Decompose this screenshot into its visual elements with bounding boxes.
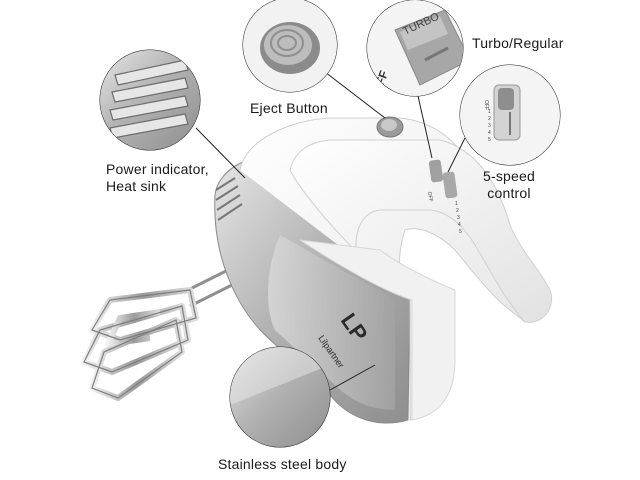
label-power-line2: Heat sink [106, 178, 167, 194]
label-speed-line2: control [487, 185, 531, 201]
speed-callout-1: 1 [488, 109, 491, 115]
label-power-line1: Power indicator, [106, 161, 209, 177]
beaters [81, 266, 239, 401]
label-turbo-regular: Turbo/Regular [472, 35, 564, 52]
speed-callout-5: 5 [488, 137, 491, 143]
callout-turbo-switch: TURBO OFF [366, 0, 464, 97]
callout-steel-body [229, 346, 331, 448]
label-stainless-steel: Stainless steel body [218, 456, 347, 473]
speed-mark-3: 3 [457, 215, 460, 221]
callout-eject-button [242, 0, 338, 93]
label-speed-control: 5-speed control [483, 168, 535, 202]
label-steel-text: Stainless steel body [218, 456, 347, 472]
speed-callout-4: 4 [488, 130, 491, 136]
speed-mark-4: 4 [458, 222, 461, 228]
mixer-body [214, 116, 552, 424]
speed-callout-3: 3 [488, 123, 491, 129]
callout-power-indicator [99, 49, 201, 151]
leader-lines [195, 71, 466, 391]
speed-mark-1: 1 [455, 201, 458, 207]
off-mark: OFF [426, 191, 434, 202]
speed-off-mark: OFF [483, 100, 489, 110]
callout-speed-control: OFF 1 2 3 4 5 [459, 64, 561, 166]
label-turbo-text: Turbo/Regular [472, 35, 564, 51]
speed-callout-2: 2 [488, 116, 491, 122]
label-eject-text: Eject Button [250, 100, 328, 116]
label-speed-line1: 5-speed [483, 168, 535, 184]
speed-markings: OFF 1 2 3 4 5 [426, 191, 462, 235]
label-eject-button: Eject Button [250, 100, 328, 117]
speed-mark-5: 5 [459, 229, 462, 235]
speed-mark-2: 2 [456, 208, 459, 214]
label-power-indicator: Power indicator, Heat sink [106, 161, 209, 195]
